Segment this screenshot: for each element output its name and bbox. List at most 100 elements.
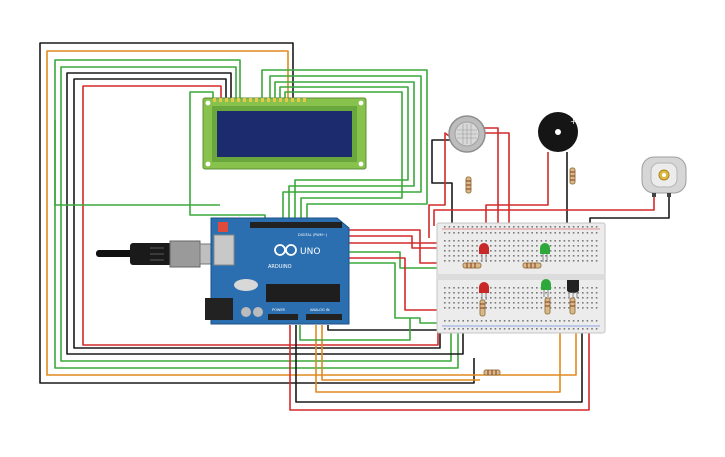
breadboard-hole — [453, 287, 455, 289]
gas-sensor[interactable] — [448, 115, 486, 153]
breadboard-hole — [526, 240, 529, 242]
led-green[interactable] — [541, 279, 551, 297]
breadboard-hole — [568, 250, 570, 252]
breadboard-hole — [540, 226, 543, 228]
breadboard-hole — [586, 297, 589, 299]
breadboard-hole — [499, 320, 501, 322]
breadboard-hole — [462, 328, 464, 330]
breadboard-hole — [499, 260, 501, 262]
piezo-buzzer[interactable]: + — [538, 112, 578, 152]
breadboard-hole — [568, 255, 570, 257]
breadboard-hole — [457, 250, 460, 252]
breadboard-hole — [444, 297, 446, 299]
breadboard-hole — [545, 292, 547, 294]
breadboard-hole — [577, 232, 579, 234]
wire-red — [289, 325, 590, 411]
breadboard-hole — [476, 292, 478, 294]
led-green[interactable] — [540, 243, 550, 262]
mount-hole — [205, 100, 211, 106]
breadboard-hole — [490, 232, 492, 234]
breadboard-hole — [444, 226, 446, 228]
arduino-uno-board[interactable]: UNO ARDUINO DIGITAL (PWM~) POWER ANALOG … — [205, 217, 350, 325]
breadboard-hole — [568, 302, 570, 304]
breadboard-hole — [453, 302, 455, 304]
led-red[interactable] — [479, 282, 489, 300]
breadboard-hole — [485, 302, 487, 304]
wire-black — [327, 325, 460, 331]
breadboard-hole — [554, 307, 556, 309]
breadboard-hole — [503, 287, 506, 289]
breadboard-hole — [508, 232, 510, 234]
breadboard-hole — [517, 245, 520, 247]
resistor — [465, 176, 472, 194]
breadboard-hole — [462, 255, 464, 257]
breadboard-hole — [522, 240, 524, 242]
breadboard-hole — [503, 292, 506, 294]
breadboard-hole — [572, 320, 575, 322]
breadboard-hole — [559, 307, 561, 309]
breadboard-hole — [586, 328, 589, 330]
lcd-display[interactable] — [202, 97, 367, 170]
breadboard-hole — [572, 250, 575, 252]
breadboard-hole — [531, 328, 533, 330]
breadboard-hole — [526, 297, 529, 299]
breadboard-hole — [582, 260, 584, 262]
breadboard-hole — [531, 307, 533, 309]
breadboard-hole — [572, 255, 575, 257]
breadboard-hole — [517, 232, 520, 234]
breadboard-hole — [577, 255, 579, 257]
breadboard-hole — [526, 320, 529, 322]
lcd-pin-header — [213, 98, 306, 102]
breadboard-hole — [582, 320, 584, 322]
breadboard-hole — [531, 260, 533, 262]
wire-green — [279, 86, 409, 222]
reset-button[interactable] — [218, 222, 228, 232]
breadboard-hole — [586, 245, 589, 247]
breadboard-hole — [549, 320, 552, 322]
breadboard-hole — [448, 245, 451, 247]
breadboard-hole — [448, 260, 451, 262]
breadboard-hole — [480, 232, 483, 234]
breadboard-hole — [494, 260, 497, 262]
breadboard-hole — [467, 240, 469, 242]
breadboard-hole — [559, 287, 561, 289]
breadboard-hole — [476, 328, 478, 330]
breadboard-hole — [444, 307, 446, 309]
breadboard-hole — [476, 250, 478, 252]
breadboard-hole — [494, 226, 497, 228]
wire-black — [73, 78, 441, 349]
breadboard-hole — [577, 250, 579, 252]
breadboard-hole — [513, 292, 515, 294]
breadboard-hole — [595, 328, 598, 330]
breadboard-hole — [499, 292, 501, 294]
breadboard-hole — [554, 240, 556, 242]
breadboard-hole — [457, 240, 460, 242]
breadboard-hole — [490, 250, 492, 252]
breadboard-hole — [554, 297, 556, 299]
breadboard-hole — [467, 328, 469, 330]
breadboard-hole — [595, 302, 598, 304]
transistor[interactable] — [567, 280, 579, 298]
breadboard-hole — [499, 307, 501, 309]
breadboard-hole — [559, 232, 561, 234]
breadboard-hole — [513, 320, 515, 322]
breadboard-hole — [485, 320, 487, 322]
breadboard-hole — [453, 240, 455, 242]
breadboard-hole — [508, 328, 510, 330]
dc-motor[interactable] — [641, 156, 687, 197]
breadboard-hole — [476, 240, 478, 242]
breadboard-hole — [522, 255, 524, 257]
breadboard-hole — [453, 292, 455, 294]
breadboard-hole — [536, 245, 538, 247]
breadboard-hole — [448, 287, 451, 289]
breadboard-hole — [448, 250, 451, 252]
breadboard-hole — [471, 250, 474, 252]
breadboard-hole — [536, 320, 538, 322]
breadboard-hole — [549, 226, 552, 228]
breadboard-hole — [545, 240, 547, 242]
resistor — [544, 297, 551, 315]
led-red[interactable] — [479, 243, 489, 262]
breadboard[interactable] — [436, 222, 606, 334]
breadboard-hole — [531, 287, 533, 289]
breadboard-hole — [467, 307, 469, 309]
